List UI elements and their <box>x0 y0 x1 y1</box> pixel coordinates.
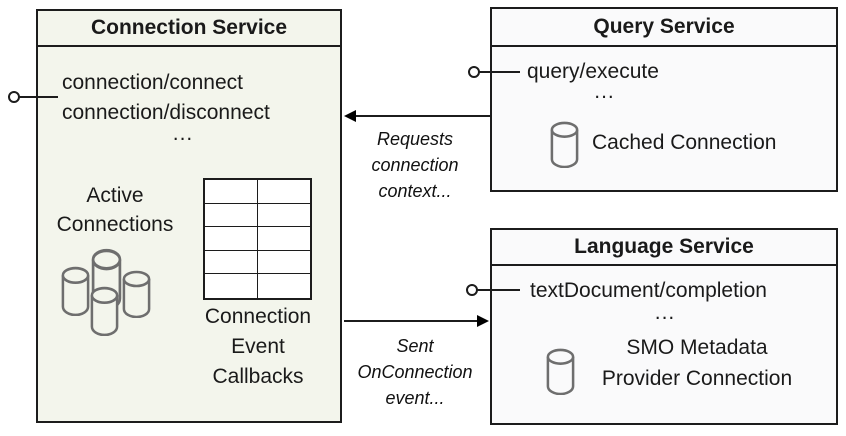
sent-onconnection-event-label: Sent OnConnection event... <box>357 336 473 408</box>
database-cylinder-icon <box>122 270 151 318</box>
callback-table-icon <box>203 178 312 300</box>
table-cell <box>205 180 258 204</box>
cached-connection-label: Cached Connection <box>592 131 777 154</box>
active-connections-label: Active Connections <box>56 184 174 236</box>
query-service-interface-line <box>479 71 520 73</box>
language-service-title: Language Service <box>492 230 836 266</box>
requests-arrowhead-icon <box>344 110 356 122</box>
textdocument-completion-method: textDocument/completion <box>530 279 767 302</box>
query-execute-method: query/execute <box>527 60 659 83</box>
connection-service-title: Connection Service <box>38 11 340 47</box>
table-cell <box>257 251 310 275</box>
database-cylinder-icon <box>550 121 579 168</box>
connection-event-callbacks-label: Connection Event Callbacks <box>204 305 312 388</box>
requests-arrow-line <box>352 115 490 117</box>
database-cylinder-icon <box>61 266 90 316</box>
table-cell <box>258 274 311 298</box>
table-cell <box>205 250 258 275</box>
connection-methods-ellipsis: ... <box>172 122 194 145</box>
requests-connection-context-label: Requests connection context... <box>371 129 459 201</box>
connection-service-box: Connection Service connection/connect co… <box>36 9 342 423</box>
table-cell <box>257 204 310 228</box>
connection-service-interface-line <box>19 96 58 98</box>
sent-arrowhead-icon <box>477 315 489 327</box>
table-cell <box>205 227 258 251</box>
connection-disconnect-method: connection/disconnect <box>62 101 270 124</box>
language-service-box: Language Service textDocument/completion… <box>490 228 838 425</box>
sent-arrow-line <box>344 320 478 322</box>
query-service-title: Query Service <box>492 9 836 47</box>
table-cell <box>257 227 310 251</box>
smo-metadata-connection-label: SMO Metadata Provider Connection <box>601 336 793 390</box>
connection-connect-method: connection/connect <box>62 71 243 94</box>
language-service-interface-line <box>477 289 520 291</box>
table-cell <box>257 180 310 204</box>
database-cylinder-icon <box>90 286 119 336</box>
language-methods-ellipsis: ... <box>654 301 676 324</box>
table-cell <box>205 203 258 228</box>
table-cell <box>205 274 258 298</box>
query-service-box: Query Service query/execute ... Cached C… <box>490 7 838 192</box>
database-cylinder-icon <box>546 348 575 395</box>
query-methods-ellipsis: ... <box>594 80 615 103</box>
